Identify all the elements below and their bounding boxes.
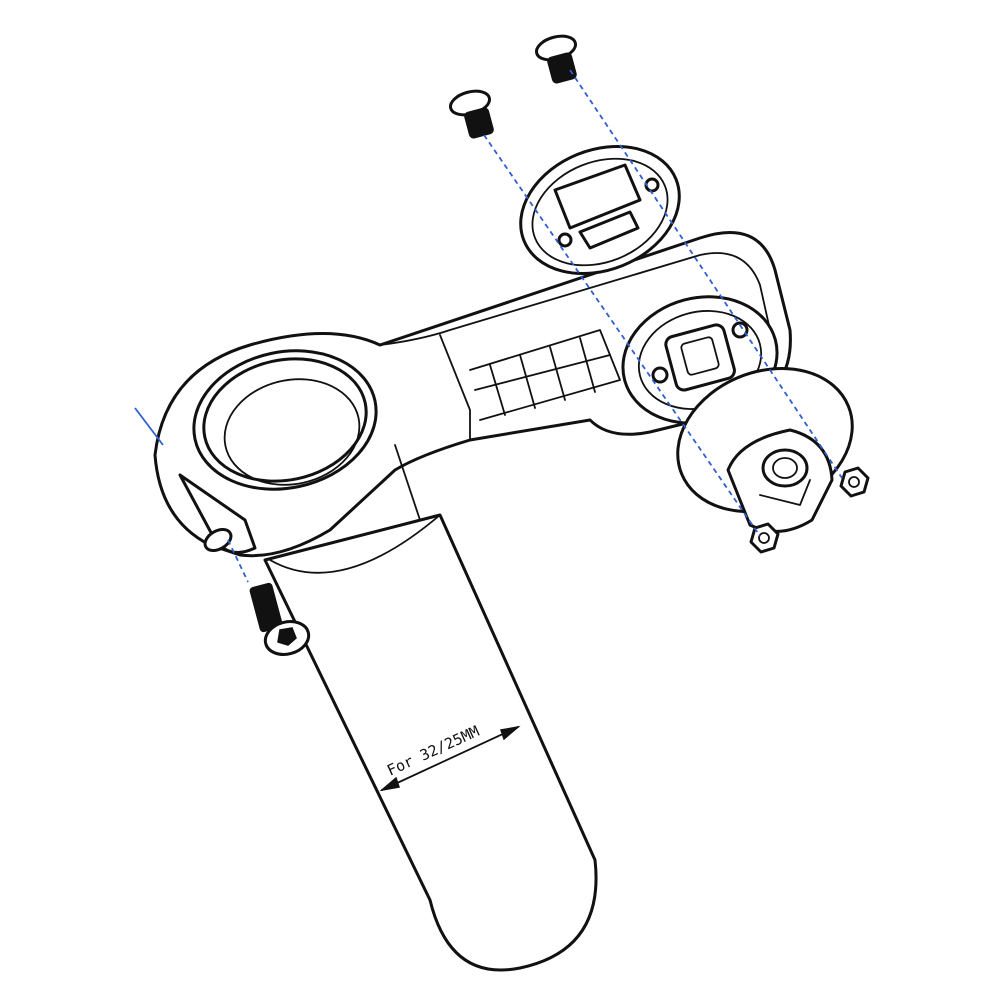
hex-nut-right xyxy=(839,466,870,498)
handlebar-tube xyxy=(263,513,598,972)
lower-accessory-adapter xyxy=(676,367,854,533)
hex-nut-left xyxy=(749,522,780,554)
handlebar-clamp-ring xyxy=(178,349,378,554)
assembly-guides xyxy=(134,69,843,583)
screw-top-left xyxy=(448,89,494,139)
screw-top-right xyxy=(534,34,578,84)
clamp-bolt xyxy=(249,582,311,656)
